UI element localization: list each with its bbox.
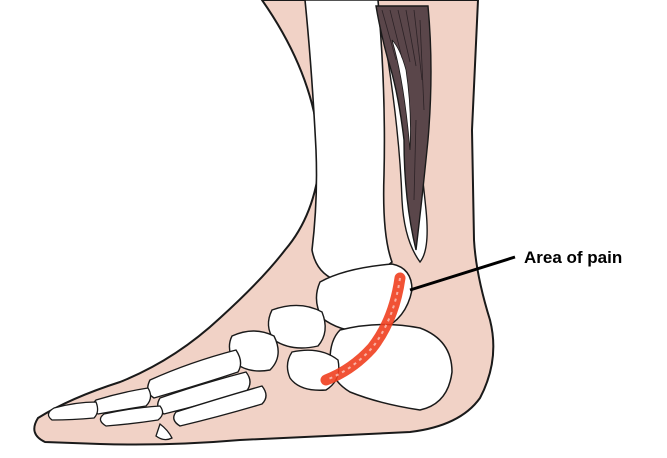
tibia-bone [305,0,392,280]
area-of-pain-label: Area of pain [524,248,622,268]
